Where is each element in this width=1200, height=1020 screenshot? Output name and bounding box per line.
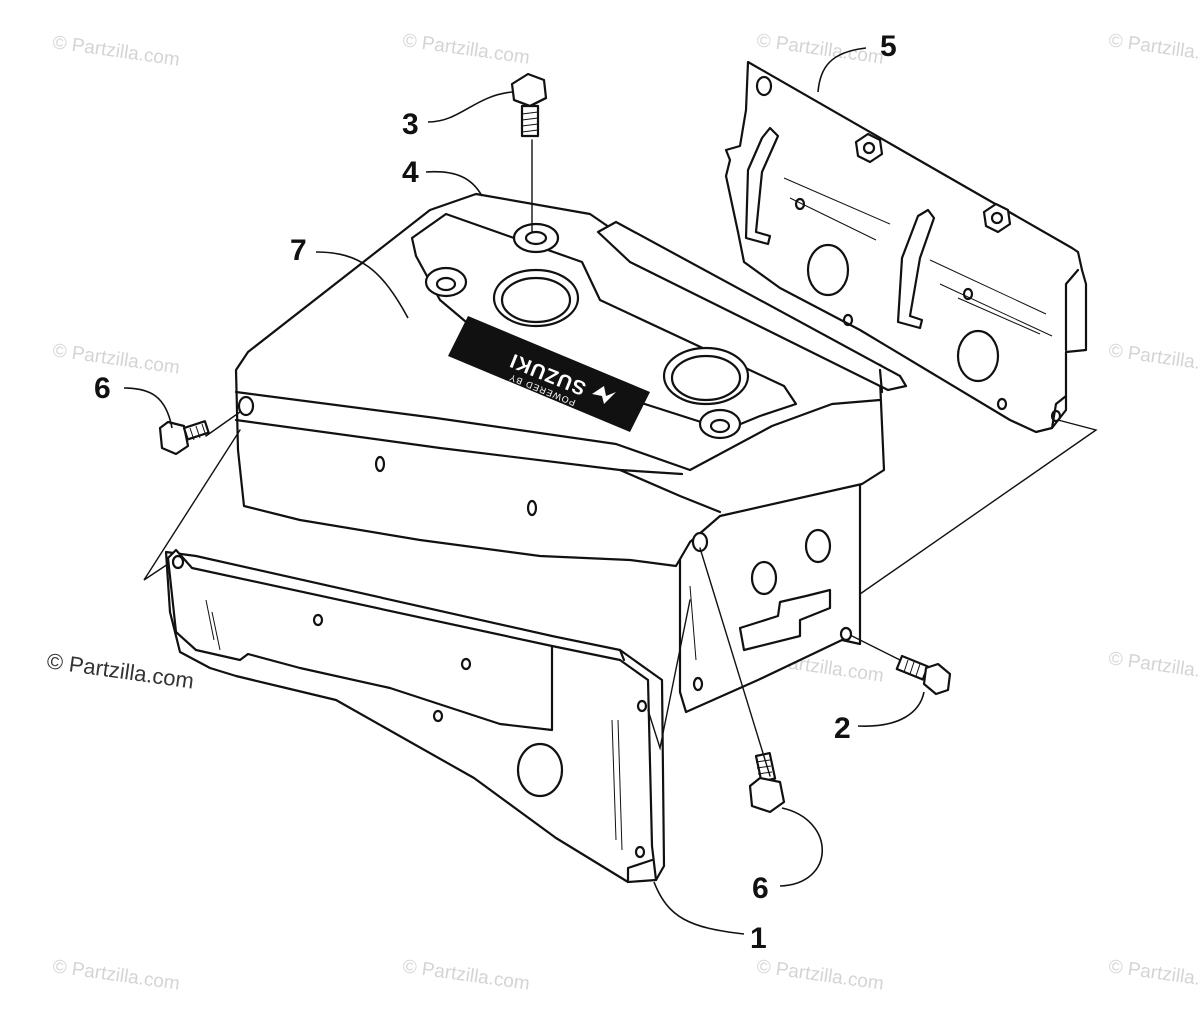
lower-bracket [164, 548, 666, 884]
bolt-6-left [158, 420, 210, 456]
callout-2: 2 [834, 712, 851, 745]
callout-4: 4 [402, 156, 419, 189]
callout-7: 7 [290, 234, 307, 267]
bolt-hole [237, 395, 255, 417]
watermark: © Partzilla.com [1107, 648, 1200, 687]
watermark: © Partzilla.com [401, 956, 531, 995]
watermark: © Partzilla.com [51, 340, 181, 379]
watermark: © Partzilla.com [755, 30, 885, 69]
watermark: © Partzilla.com [1107, 956, 1200, 995]
watermark: © Partzilla.com [1107, 30, 1200, 69]
callouts: 3 4 7 5 6 2 6 1 [94, 30, 897, 955]
watermark: © Partzilla.com [51, 956, 181, 995]
bolt-6-bottom [748, 751, 786, 814]
head-cover: SUZUKI POWERED BY [234, 192, 908, 714]
callout-3: 3 [402, 108, 419, 141]
suzuki-s-icon [592, 386, 616, 404]
leaders [123, 47, 925, 935]
bolt-2 [895, 654, 952, 696]
callout-5: 5 [880, 30, 897, 63]
callout-1: 1 [750, 922, 767, 955]
callout-6-left: 6 [94, 372, 111, 405]
bolt-3 [510, 72, 548, 138]
copyright-label: © Partzilla.com [45, 648, 195, 693]
callout-6-bottom: 6 [752, 872, 769, 905]
assembly-lines [143, 139, 1098, 777]
watermark: © Partzilla.com [755, 956, 885, 995]
mounting-plate [724, 60, 1088, 434]
watermark: © Partzilla.com [51, 32, 181, 71]
watermark: © Partzilla.com [1107, 340, 1200, 379]
watermark: © Partzilla.com [401, 30, 531, 69]
